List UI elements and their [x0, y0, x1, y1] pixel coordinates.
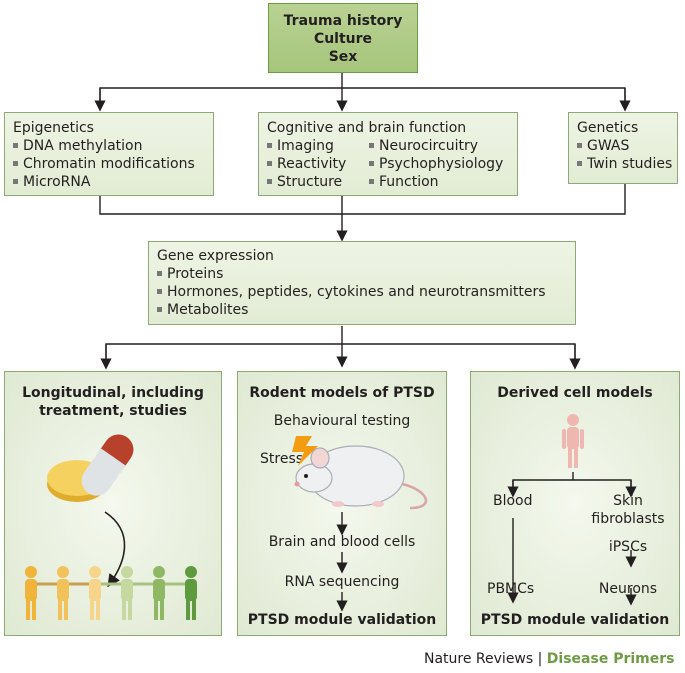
footer-section: Disease Primers	[546, 651, 675, 667]
list-item: MicroRNA	[13, 173, 90, 191]
list-item: Neurocircuitry	[369, 137, 478, 155]
bullet-icon	[13, 160, 18, 166]
cognitive-title: Cognitive and brain function	[267, 120, 467, 136]
brain-blood-cells-label: Brain and blood cells	[268, 534, 416, 550]
list-item: Reactivity	[267, 155, 346, 173]
rodent-illustration	[292, 436, 428, 612]
bullet-icon	[13, 178, 18, 184]
epigenetics-box: Epigenetics DNA methylation Chromatin mo…	[4, 112, 214, 196]
footer-brand: Nature Reviews	[424, 651, 534, 667]
rodent-validation-label: PTSD module validation	[247, 612, 437, 628]
bullet-icon	[267, 142, 272, 148]
derived-validation-label: PTSD module validation	[480, 612, 670, 628]
list-item: Imaging	[267, 137, 334, 155]
rodent-models-panel: Rodent models of PTSD Behavioural testin…	[237, 371, 447, 636]
bullet-icon	[157, 288, 162, 294]
ipscs-label: iPSCs	[608, 539, 648, 555]
bullet-icon	[157, 306, 162, 312]
cognitive-brain-box: Cognitive and brain function Imaging Rea…	[258, 112, 518, 196]
genetics-title: Genetics	[577, 120, 639, 136]
derived-cell-flow	[507, 414, 637, 606]
list-item: Psychophysiology	[369, 155, 503, 173]
longitudinal-title-line1: Longitudinal, including	[22, 385, 204, 401]
bullet-icon	[369, 178, 374, 184]
gene-expression-title: Gene expression	[157, 248, 274, 264]
trauma-culture-sex-box: Trauma history Culture Sex	[268, 3, 418, 73]
bullet-icon	[369, 142, 374, 148]
derived-cell-models-panel: Derived cell models Blood Skin fibroblas…	[470, 371, 680, 636]
rna-sequencing-label: RNA sequencing	[284, 574, 400, 590]
capsule-icon	[81, 434, 134, 496]
skin-label: Skin	[613, 493, 643, 509]
bullet-icon	[13, 142, 18, 148]
bullet-icon	[267, 160, 272, 166]
bullet-icon	[157, 270, 162, 276]
list-item: Metabolites	[157, 301, 248, 319]
culture-label: Culture	[313, 31, 373, 47]
mouse-icon	[294, 445, 428, 510]
footer-separator: |	[537, 651, 543, 667]
fibroblasts-label: fibroblasts	[591, 511, 665, 527]
derived-title: Derived cell models	[497, 385, 653, 401]
human-figure-icon	[562, 414, 584, 468]
list-item: Hormones, peptides, cytokines and neurot…	[157, 283, 546, 301]
list-item: DNA methylation	[13, 137, 142, 155]
bullet-icon	[577, 142, 582, 148]
bullet-icon	[267, 178, 272, 184]
bullet-icon	[369, 160, 374, 166]
blood-label: Blood	[493, 493, 533, 509]
list-item: Proteins	[157, 265, 223, 283]
genetics-box: Genetics GWAS Twin studies	[568, 112, 678, 184]
rodent-title: Rodent models of PTSD	[249, 385, 435, 401]
list-item: Function	[369, 173, 439, 191]
longitudinal-title-line2: treatment, studies	[39, 403, 187, 419]
pbmcs-label: PBMCs	[487, 581, 535, 597]
bullet-icon	[577, 160, 582, 166]
epigenetics-title: Epigenetics	[13, 120, 94, 136]
behavioural-testing-label: Behavioural testing	[273, 413, 411, 429]
medication-to-people-illustration	[25, 434, 197, 620]
list-item: Twin studies	[577, 155, 672, 173]
longitudinal-panel: Longitudinal, including treatment, studi…	[4, 371, 222, 636]
footer-credit: Nature Reviews | Disease Primers	[424, 650, 674, 668]
gene-expression-box: Gene expression Proteins Hormones, pepti…	[148, 241, 576, 325]
stress-label: Stress	[260, 451, 304, 467]
sex-label: Sex	[328, 49, 358, 65]
list-item: GWAS	[577, 137, 629, 155]
neurons-label: Neurons	[598, 581, 658, 597]
trauma-history-label: Trauma history	[283, 13, 403, 29]
list-item: Structure	[267, 173, 342, 191]
lightning-icon	[292, 436, 318, 466]
people-icon	[25, 566, 197, 620]
list-item: Chromatin modifications	[13, 155, 195, 173]
